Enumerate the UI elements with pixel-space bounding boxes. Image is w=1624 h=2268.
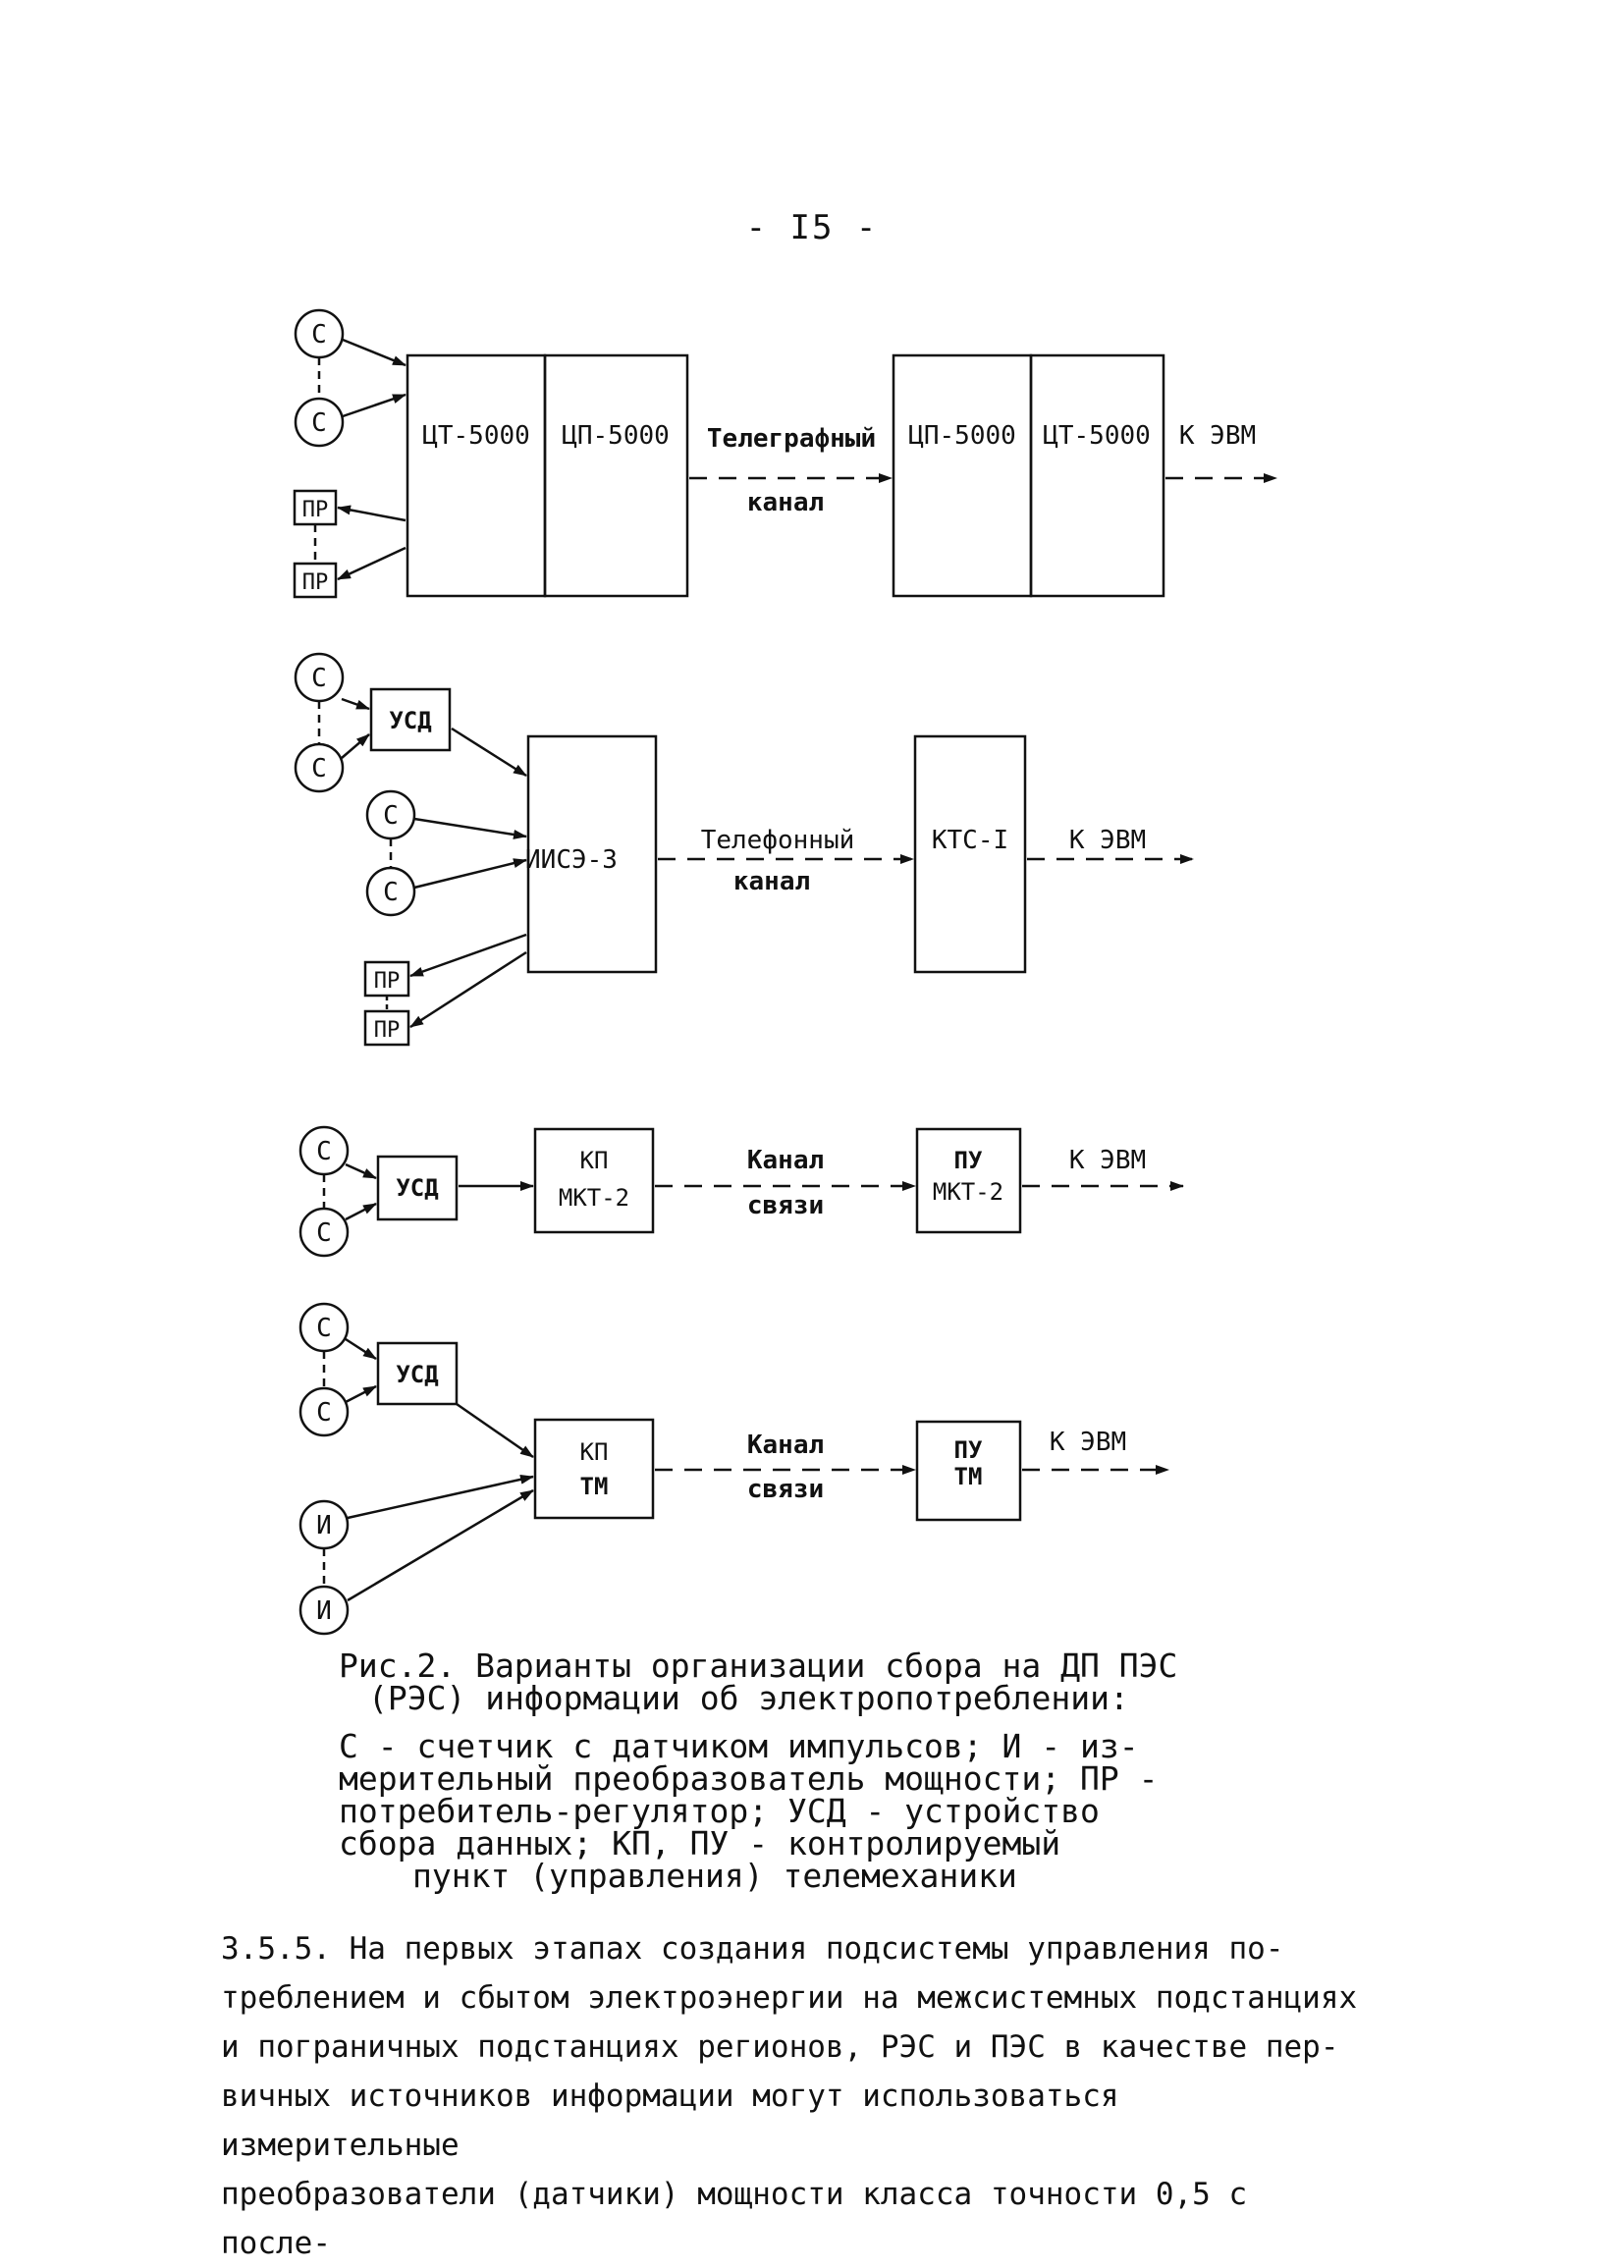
body-line: 3.5.5. На первых этапах создания подсист… bbox=[221, 1931, 1284, 1967]
block-label: ПУ bbox=[954, 1147, 983, 1174]
caption-legend-line: потребитель-регулятор; УСД - устройство bbox=[339, 1792, 1100, 1830]
block-pu-mkt2 bbox=[915, 1127, 1022, 1234]
caption-legend-line: С - счетчик с датчиком импульсов; И - из… bbox=[339, 1727, 1139, 1765]
arrow bbox=[342, 338, 406, 367]
data-collection-diagram: С С ПР ПР ЦТ-5000 ЦП-5000 Телеграфный ка… bbox=[293, 308, 1277, 1636]
channel-label: Телефонный bbox=[701, 826, 855, 855]
arrow bbox=[341, 697, 370, 711]
block-label: ПУ bbox=[954, 1436, 983, 1464]
channel-label: Канал bbox=[747, 1431, 824, 1460]
output-label: К ЭВМ bbox=[1179, 421, 1256, 451]
block-label: КП bbox=[580, 1147, 609, 1174]
body-line: преобразователи (датчики) мощности класс… bbox=[221, 2177, 1248, 2261]
source-label: С bbox=[316, 1398, 332, 1428]
body-paragraph: 3.5.5. На первых этапах создания подсист… bbox=[221, 1924, 1370, 2268]
channel-label: связи bbox=[747, 1475, 824, 1504]
block-pu-tm bbox=[915, 1420, 1022, 1522]
arrow bbox=[347, 1488, 534, 1602]
arrow bbox=[341, 733, 370, 759]
block-label: КП bbox=[580, 1438, 609, 1466]
block-cp5000-right bbox=[892, 353, 1033, 598]
block-kp-mkt2 bbox=[533, 1127, 655, 1234]
consumer-label: ПР bbox=[302, 570, 329, 595]
consumer-regulator-box bbox=[363, 1009, 410, 1047]
arrow bbox=[413, 817, 527, 839]
usd-label: УСД bbox=[396, 1174, 438, 1202]
source-label: С bbox=[383, 878, 399, 907]
caption-legend-line: пункт (управления) телемеханики bbox=[412, 1857, 1017, 1895]
output-label: К ЭВМ bbox=[1069, 1146, 1146, 1175]
arrow bbox=[413, 858, 527, 890]
page-number: - I5 - bbox=[745, 208, 879, 247]
source-label: С bbox=[383, 801, 399, 831]
arrow bbox=[456, 1402, 534, 1459]
source-label: С bbox=[316, 1137, 332, 1166]
arrow bbox=[409, 933, 527, 978]
caption-title: (РЭС) информации об электропотреблении: bbox=[368, 1679, 1129, 1717]
arrow bbox=[337, 505, 406, 522]
usd-box bbox=[376, 1155, 459, 1221]
channel-label: канал bbox=[733, 867, 810, 896]
consumer-regulator-box bbox=[293, 562, 338, 599]
block-label: ТМ bbox=[580, 1473, 609, 1500]
arrow bbox=[409, 950, 527, 1029]
body-line: вичных источников информации могут испол… bbox=[221, 2079, 1119, 2163]
block-label: ЦТ-5000 bbox=[1043, 421, 1151, 451]
arrow bbox=[345, 1162, 377, 1180]
meter-c-icon bbox=[298, 1386, 350, 1437]
arrow bbox=[451, 727, 527, 778]
block-ct5000-right bbox=[1029, 353, 1165, 598]
block-iise3 bbox=[526, 734, 658, 974]
arrow bbox=[337, 546, 406, 581]
caption-legend-line: мерительный преобразователь мощности; ПР… bbox=[339, 1759, 1159, 1798]
usd-box bbox=[376, 1341, 459, 1406]
meter-label: И bbox=[316, 1596, 332, 1626]
power-meter-i-icon bbox=[298, 1585, 350, 1636]
caption-title: Рис.2. Варианты организации сбора на ДП … bbox=[339, 1647, 1178, 1685]
block-label: ЦП-5000 bbox=[562, 421, 670, 451]
figure-caption: Рис.2. Варианты организации сбора на ДП … bbox=[339, 1649, 1321, 1892]
body-line: треблением и сбытом электроэнергии на ме… bbox=[221, 1980, 1358, 2016]
block-label: МКТ-2 bbox=[559, 1184, 629, 1212]
usd-label: УСД bbox=[396, 1361, 438, 1388]
source-label: С bbox=[311, 754, 327, 783]
consumer-label: ПР bbox=[374, 969, 401, 994]
arrow bbox=[345, 1384, 377, 1404]
arrow bbox=[345, 1337, 377, 1361]
channel-label: Канал bbox=[747, 1146, 824, 1175]
block-label: ИИСЭ-3 bbox=[525, 845, 618, 875]
source-label: С bbox=[311, 664, 327, 693]
block-label: МКТ-2 bbox=[933, 1178, 1003, 1206]
usd-label: УСД bbox=[389, 707, 431, 734]
block-ct5000-left bbox=[406, 353, 547, 598]
body-line: и пограничных подстанциях регионов, РЭС … bbox=[221, 2029, 1339, 2065]
meter-c-icon bbox=[294, 397, 345, 448]
channel-label: канал bbox=[747, 488, 824, 517]
consumer-label: ПР bbox=[302, 498, 329, 522]
block-label: ЦП-5000 bbox=[908, 421, 1016, 451]
arrow bbox=[345, 1202, 377, 1221]
arrow bbox=[347, 1474, 534, 1520]
block-cp5000-left bbox=[543, 353, 689, 598]
channel-label: связи bbox=[747, 1191, 824, 1220]
block-label: ЦТ-5000 bbox=[422, 421, 530, 451]
usd-box bbox=[369, 687, 452, 752]
block-kp-tm bbox=[533, 1418, 655, 1520]
output-label: К ЭВМ bbox=[1050, 1428, 1126, 1457]
source-label: С bbox=[316, 1218, 332, 1248]
source-label: С bbox=[311, 408, 327, 438]
block-label: ТМ bbox=[954, 1463, 983, 1490]
source-label: С bbox=[311, 320, 327, 350]
block-label: КТС-I bbox=[932, 826, 1008, 855]
source-label: С bbox=[316, 1314, 332, 1343]
output-label: К ЭВМ bbox=[1069, 826, 1146, 855]
block-kts1 bbox=[913, 734, 1027, 974]
arrow bbox=[342, 393, 406, 418]
channel-label: Телеграфный bbox=[707, 424, 876, 454]
consumer-label: ПР bbox=[374, 1018, 401, 1043]
meter-label: И bbox=[316, 1511, 332, 1540]
caption-legend-line: сбора данных; КП, ПУ - контролируемый bbox=[339, 1824, 1061, 1863]
